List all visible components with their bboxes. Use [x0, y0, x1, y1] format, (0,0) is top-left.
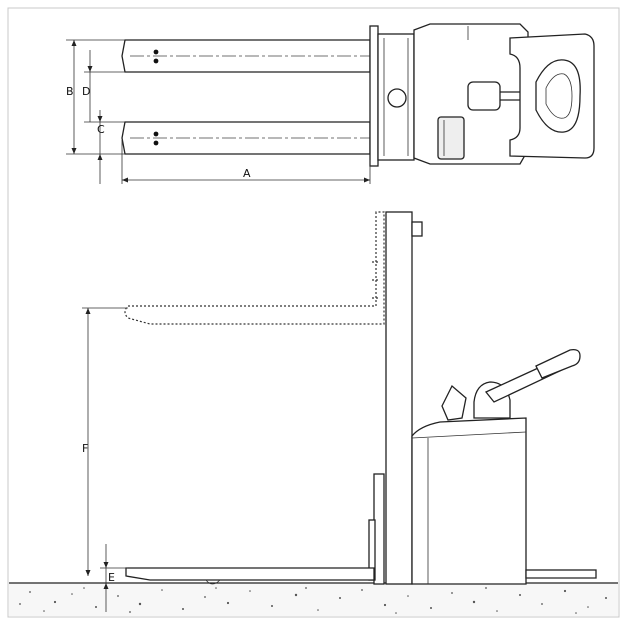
raised-fork-outline [124, 211, 385, 325]
top-tiller-base [467, 81, 501, 111]
ground-speckle [19, 587, 607, 614]
top-fork-lower [121, 121, 371, 155]
top-fork-upper [121, 39, 371, 73]
top-fork-lower-hole [153, 140, 159, 146]
side-mast-top-cap [411, 221, 423, 237]
dim-c-arrow [97, 116, 103, 122]
dim-f-arrow [85, 308, 91, 314]
top-tiller-handle-grip [545, 73, 573, 119]
side-rear-platform [525, 569, 597, 579]
top-mast-cylinder [387, 88, 407, 108]
side-view: F E [9, 211, 618, 616]
dim-c-arrow [97, 154, 103, 160]
dim-label-f: F [82, 442, 88, 455]
side-tiller-handle [535, 348, 581, 379]
dim-a-arrow [122, 177, 128, 183]
side-chassis-top [411, 431, 527, 439]
side-control-console [441, 384, 467, 421]
ground-fill [9, 583, 618, 616]
dim-label-c: C [97, 123, 105, 136]
top-view: A B D C [66, 23, 595, 184]
top-fork-lower-hole [153, 131, 159, 137]
diagram-frame [7, 7, 620, 618]
side-chassis [411, 417, 527, 585]
top-fork-upper-hole [153, 58, 159, 64]
dim-e-arrow [103, 562, 109, 568]
side-fork-wheel [205, 579, 221, 585]
dim-d-arrow [87, 66, 93, 72]
top-fork-upper-hole [153, 49, 159, 55]
dim-label-d: D [82, 85, 90, 98]
dim-label-b: B [66, 85, 74, 98]
dim-f-arrow [85, 570, 91, 576]
side-fork-lowered [125, 567, 375, 581]
top-carriage-plate [369, 25, 379, 167]
dim-e-arrow [103, 583, 109, 589]
dim-b-arrow [71, 148, 77, 154]
dim-b-arrow [71, 40, 77, 46]
dim-label-e: E [108, 571, 115, 584]
side-mast [385, 211, 413, 585]
dim-label-a: A [243, 167, 251, 180]
top-tiller-handle [535, 59, 581, 133]
top-battery-cover [437, 116, 465, 160]
dim-a-arrow [364, 177, 370, 183]
